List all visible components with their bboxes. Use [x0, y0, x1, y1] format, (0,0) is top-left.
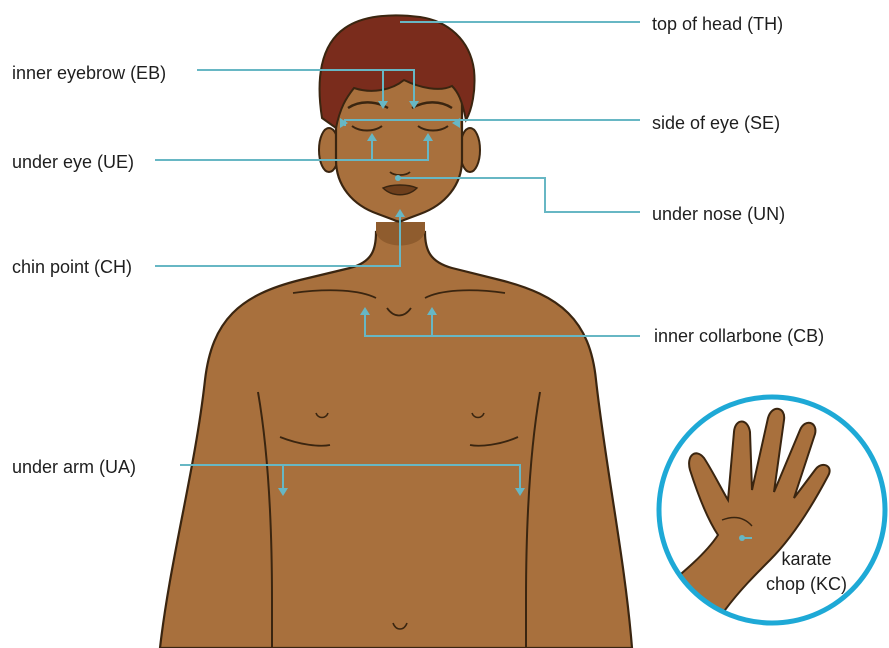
- label-inner-eyebrow: inner eyebrow (EB): [12, 62, 166, 84]
- torso: [160, 232, 632, 648]
- label-karate-chop: karate chop (KC): [766, 547, 847, 597]
- label-side-of-eye: side of eye (SE): [652, 112, 780, 134]
- label-top-of-head: top of head (TH): [652, 13, 783, 35]
- label-karate-chop-line1: karate: [766, 547, 847, 572]
- leader-chin-point: [155, 214, 400, 266]
- label-inner-collarbone: inner collarbone (CB): [654, 325, 824, 347]
- label-chin-point: chin point (CH): [12, 256, 132, 278]
- dot-kc: [739, 535, 745, 541]
- label-under-nose: under nose (UN): [652, 203, 785, 225]
- label-karate-chop-line2: chop (KC): [766, 572, 847, 597]
- dot-un: [395, 175, 401, 181]
- label-under-arm: under arm (UA): [12, 456, 136, 478]
- label-under-eye: under eye (UE): [12, 151, 134, 173]
